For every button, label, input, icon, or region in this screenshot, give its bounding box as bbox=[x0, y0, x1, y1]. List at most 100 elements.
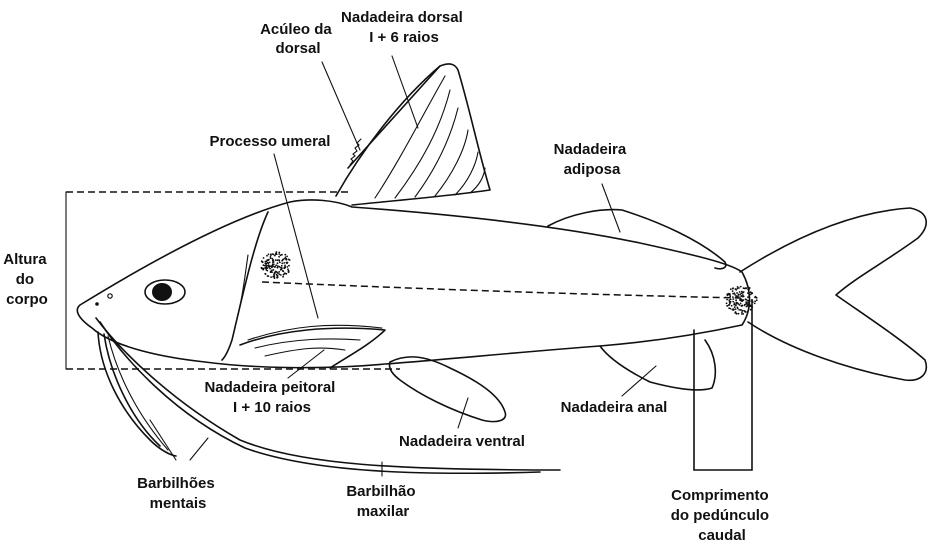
stipple-dot bbox=[747, 292, 749, 294]
stipple-dot bbox=[273, 266, 275, 268]
stipple-dot bbox=[740, 309, 742, 311]
stipple-dot bbox=[287, 268, 289, 270]
caudal-fin bbox=[740, 208, 926, 380]
stipple-dot bbox=[266, 270, 268, 272]
dorsal-fin bbox=[336, 64, 490, 205]
stipple-dot bbox=[268, 254, 270, 256]
label-maxillary-barbel: Barbilhão maxilar bbox=[346, 483, 419, 520]
stipple-dot bbox=[730, 299, 732, 301]
stipple-dot bbox=[287, 266, 289, 268]
stipple-dot bbox=[267, 275, 269, 277]
stipple-dot bbox=[264, 262, 266, 264]
stipple-dot bbox=[729, 296, 731, 298]
stipple-dot bbox=[269, 262, 271, 264]
stipple-dot bbox=[278, 259, 280, 261]
stipple-dot bbox=[745, 303, 747, 305]
stipple-dot bbox=[739, 299, 741, 301]
stipple-dot bbox=[738, 313, 740, 315]
stipple-dot bbox=[270, 257, 272, 259]
stipple-dot bbox=[280, 274, 282, 276]
stipple-dot bbox=[280, 267, 282, 269]
stipple-dot bbox=[725, 297, 727, 299]
stipple-dot bbox=[741, 305, 743, 307]
stipple-dot bbox=[288, 259, 290, 261]
stipple-dot bbox=[749, 287, 751, 289]
stipple-dot bbox=[265, 273, 267, 275]
stipple-dot bbox=[281, 265, 283, 267]
label-adipose-fin: Nadadeira adiposa bbox=[554, 141, 631, 178]
stipple-dot bbox=[751, 292, 753, 294]
stipple-dot bbox=[271, 271, 273, 273]
stipple-dot bbox=[261, 260, 263, 262]
stipple-dot bbox=[277, 262, 279, 264]
stipple-dot bbox=[732, 296, 734, 298]
stipple-dot bbox=[264, 267, 266, 269]
stipple-dot bbox=[730, 288, 732, 290]
stipple-dot bbox=[732, 308, 734, 310]
stipple-dot bbox=[739, 291, 741, 293]
stipple-dot bbox=[274, 277, 276, 279]
stipple-dot bbox=[756, 299, 758, 301]
stipple-dot bbox=[726, 302, 728, 304]
stipple-dot bbox=[270, 253, 272, 255]
label-mental-barbels: Barbilhões mentais bbox=[137, 475, 219, 512]
stipple-dot bbox=[735, 289, 737, 291]
stipple-dot bbox=[282, 276, 284, 278]
stipple-dot bbox=[272, 259, 274, 261]
label-dorsal-fin: Nadadeira dorsal I + 6 raios bbox=[341, 9, 467, 46]
stipple-dot bbox=[271, 266, 273, 268]
stipple-dot bbox=[275, 271, 277, 273]
stipple-dot bbox=[744, 310, 746, 312]
stipple-dot bbox=[273, 269, 275, 271]
stipple-dot bbox=[262, 268, 264, 270]
stipple-dot bbox=[728, 307, 730, 309]
stipple-dot bbox=[263, 264, 265, 266]
stipple-dot bbox=[738, 309, 740, 311]
stipple-dot bbox=[731, 305, 733, 307]
stipple-dot bbox=[263, 257, 265, 259]
label-body-height: Altura do corpo bbox=[3, 251, 51, 308]
stipple-dot bbox=[286, 259, 288, 261]
stipple-dot bbox=[750, 291, 752, 293]
stipple-dot bbox=[747, 305, 749, 307]
stipple-dot bbox=[283, 262, 285, 264]
stipple-dot bbox=[747, 310, 749, 312]
stipple-dot bbox=[748, 302, 750, 304]
stipple-dot bbox=[284, 254, 286, 256]
stipple-dot bbox=[726, 305, 728, 307]
stipple-dot bbox=[281, 263, 283, 265]
stipple-dot bbox=[269, 268, 271, 270]
stipple-dot bbox=[267, 265, 269, 267]
stipple-dot bbox=[741, 291, 743, 293]
stipple-dot bbox=[735, 302, 737, 304]
stipple-dot bbox=[738, 294, 740, 296]
stipple-dot bbox=[275, 264, 277, 266]
stipple-dot bbox=[270, 276, 272, 278]
stipple-dot bbox=[729, 301, 731, 303]
stipple-dot bbox=[267, 267, 269, 269]
stipple-dot bbox=[278, 256, 280, 258]
stipple-dot bbox=[284, 258, 286, 260]
stipple-dot bbox=[732, 290, 734, 292]
stipple-dot bbox=[278, 253, 280, 255]
stipple-dot bbox=[734, 312, 736, 314]
stipple-dot bbox=[284, 267, 286, 269]
stipple-dot bbox=[745, 298, 747, 300]
stipple-dot bbox=[278, 252, 280, 254]
stipple-dot bbox=[742, 296, 744, 298]
stipple-dot bbox=[286, 256, 288, 258]
label-humeral-process: Processo umeral bbox=[210, 133, 331, 150]
stipple-dot bbox=[739, 304, 741, 306]
stipple-dot bbox=[744, 305, 746, 307]
ventral-fin bbox=[389, 357, 505, 422]
stipple-dot bbox=[742, 294, 744, 296]
stipple-dot bbox=[288, 265, 290, 267]
stipple-dot bbox=[274, 255, 276, 257]
nostril-icon bbox=[108, 294, 112, 298]
stipple-dot bbox=[272, 263, 274, 265]
stipple-dot bbox=[733, 292, 735, 294]
stipple-dot bbox=[735, 299, 737, 301]
stipple-dot bbox=[738, 287, 740, 289]
anal-fin bbox=[600, 340, 715, 390]
